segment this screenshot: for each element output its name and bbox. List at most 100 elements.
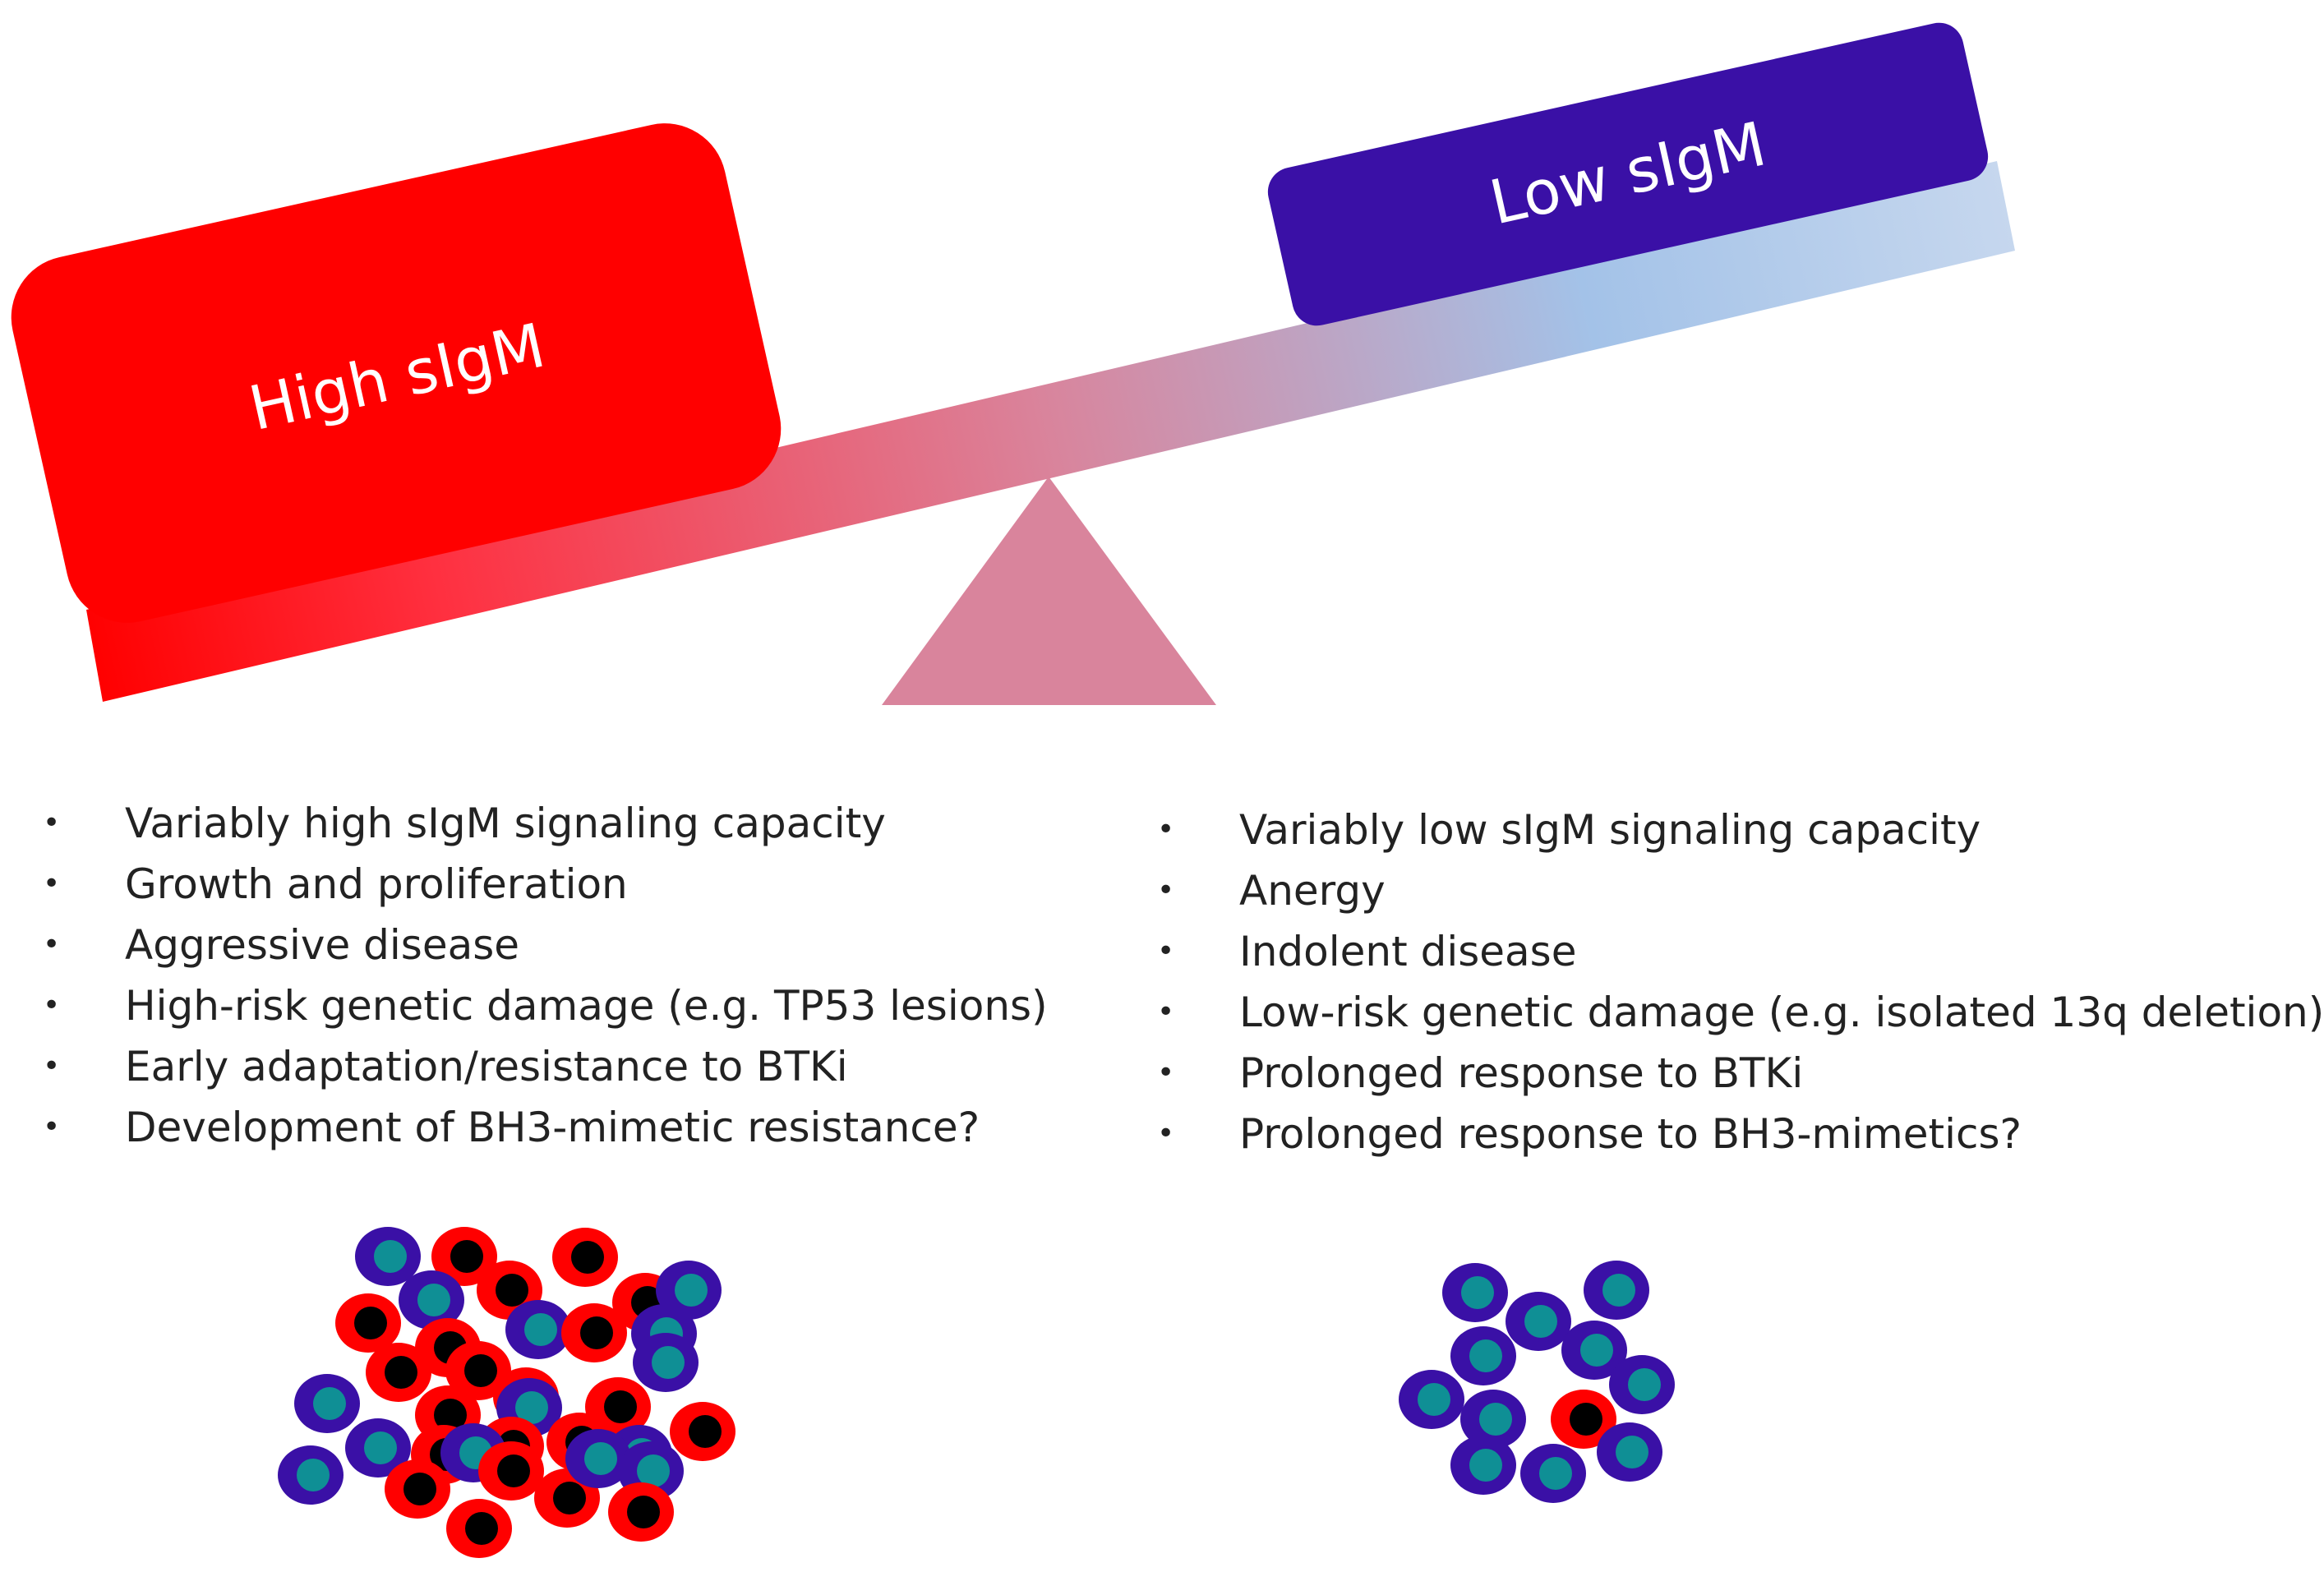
list-item: •Variably low sIgM signaling capacity: [1157, 800, 2324, 860]
cell-nucleus: [434, 1399, 467, 1431]
list-item: •Growth and proliferation: [43, 854, 1048, 915]
list-item: •Development of BH3-mimetic resistance?: [43, 1097, 1048, 1158]
low-sigm-cell: [1584, 1261, 1649, 1320]
low-sigm-cell: [1561, 1321, 1627, 1380]
high-sigm-cell: [445, 1341, 511, 1400]
high-sigm-box: High sIgM: [11, 123, 782, 623]
low-sigm-cell: [355, 1227, 421, 1286]
cell-nucleus: [689, 1415, 722, 1448]
low-sigm-cell: [1520, 1444, 1586, 1503]
list-item: •Early adaptation/resistance to BTKi: [43, 1036, 1048, 1097]
low-sigm-cell: [1597, 1422, 1662, 1482]
cell-nucleus: [496, 1274, 528, 1307]
low-sigm-cell: [294, 1374, 360, 1433]
list-item: •Variably high sIgM signaling capacity: [43, 793, 1048, 854]
low-sigm-cell: [656, 1261, 722, 1320]
cell-nucleus: [374, 1240, 407, 1273]
cell-nucleus: [497, 1454, 530, 1487]
cell-nucleus: [553, 1482, 586, 1514]
low-sigm-box: Low sIgM: [1267, 22, 1989, 326]
low-sigm-cell: [1609, 1355, 1675, 1414]
bullet-icon: •: [43, 928, 61, 961]
cell-nucleus: [1524, 1305, 1557, 1338]
high-sigm-cell: [431, 1227, 497, 1286]
cell-nucleus: [1418, 1383, 1450, 1416]
high-sigm-cell: [561, 1303, 627, 1362]
low-sigm-cell: [1506, 1292, 1571, 1351]
list-item: •Indolent disease: [1157, 921, 2324, 982]
cell-nucleus: [417, 1284, 450, 1316]
low-sigm-cell: [1460, 1390, 1526, 1449]
bullet-icon: •: [1157, 1056, 1175, 1090]
cell-nucleus: [1539, 1457, 1572, 1490]
bullet-icon: •: [1157, 874, 1175, 907]
cell-nucleus: [580, 1316, 613, 1349]
cell-nucleus: [450, 1240, 483, 1273]
list-item: •Prolonged response to BTKi: [1157, 1043, 2324, 1104]
high-sigm-cell: [366, 1343, 431, 1402]
cell-nucleus: [465, 1512, 498, 1545]
cell-nucleus: [584, 1442, 617, 1475]
list-item: •Aggressive disease: [43, 915, 1048, 975]
cell-nucleus: [1469, 1339, 1502, 1372]
high-sigm-cell: [1551, 1390, 1616, 1449]
low-sigm-cell: [345, 1418, 411, 1477]
cell-nucleus: [354, 1307, 387, 1339]
high-sigm-cell: [552, 1228, 618, 1287]
bullet-icon: •: [1157, 1117, 1175, 1150]
cell-nucleus: [524, 1313, 557, 1346]
cell-nucleus: [515, 1391, 548, 1424]
low-sigm-cell: [278, 1445, 344, 1505]
bullet-icon: •: [43, 867, 61, 901]
high-sigm-cell: [608, 1482, 674, 1542]
cell-nucleus: [364, 1431, 397, 1464]
bullet-icon: •: [1157, 995, 1175, 1029]
high-sigm-cell: [385, 1459, 450, 1519]
cell-nucleus: [297, 1459, 330, 1491]
cell-nucleus: [403, 1473, 436, 1505]
low-sigm-features-list: •Variably low sIgM signaling capacity •A…: [1157, 800, 2324, 1164]
cell-nucleus: [627, 1496, 660, 1528]
cell-nucleus: [1616, 1436, 1648, 1468]
low-sigm-cell: [1450, 1436, 1516, 1495]
high-sigm-features-list: •Variably high sIgM signaling capacity •…: [43, 793, 1048, 1158]
cell-nucleus: [637, 1454, 670, 1487]
high-sigm-cell: [478, 1441, 544, 1501]
cell-nucleus: [675, 1274, 708, 1307]
cell-nucleus: [464, 1354, 497, 1387]
cell-nucleus: [1469, 1449, 1502, 1482]
bullet-icon: •: [1157, 813, 1175, 846]
cell-nucleus: [1570, 1403, 1602, 1436]
list-item: •Low-risk genetic damage (e.g. isolated …: [1157, 982, 2324, 1043]
cell-nucleus: [1461, 1276, 1494, 1309]
bullet-icon: •: [43, 1049, 61, 1083]
low-sigm-cell: [633, 1333, 699, 1392]
cell-nucleus: [571, 1241, 604, 1274]
cell-nucleus: [1580, 1334, 1613, 1367]
high-sigm-cell-cluster: [278, 1227, 735, 1558]
low-sigm-cell: [1399, 1370, 1464, 1429]
cell-nucleus: [604, 1390, 637, 1423]
list-item: •Anergy: [1157, 860, 2324, 921]
fulcrum-triangle: [882, 477, 1216, 705]
cell-nucleus: [1628, 1368, 1661, 1401]
list-item: •High-risk genetic damage (e.g. TP53 les…: [43, 975, 1048, 1036]
bullet-icon: •: [43, 989, 61, 1022]
bullet-icon: •: [43, 1110, 61, 1144]
low-sigm-cell: [1442, 1263, 1508, 1322]
cell-nucleus: [385, 1356, 417, 1389]
cell-nucleus: [313, 1387, 346, 1420]
low-sigm-cell: [1450, 1326, 1516, 1385]
list-item: •Prolonged response to BH3-mimetics?: [1157, 1104, 2324, 1164]
bullet-icon: •: [43, 806, 61, 840]
low-sigm-cell: [565, 1429, 631, 1488]
seesaw-beam: [86, 161, 2015, 702]
cell-nucleus: [1479, 1403, 1512, 1436]
cell-nucleus: [652, 1346, 685, 1379]
high-sigm-cell: [335, 1293, 401, 1353]
high-sigm-cell: [670, 1402, 735, 1461]
low-sigm-cell-cluster: [1399, 1261, 1675, 1503]
low-sigm-cell: [505, 1300, 571, 1359]
high-sigm-cell: [446, 1499, 512, 1558]
